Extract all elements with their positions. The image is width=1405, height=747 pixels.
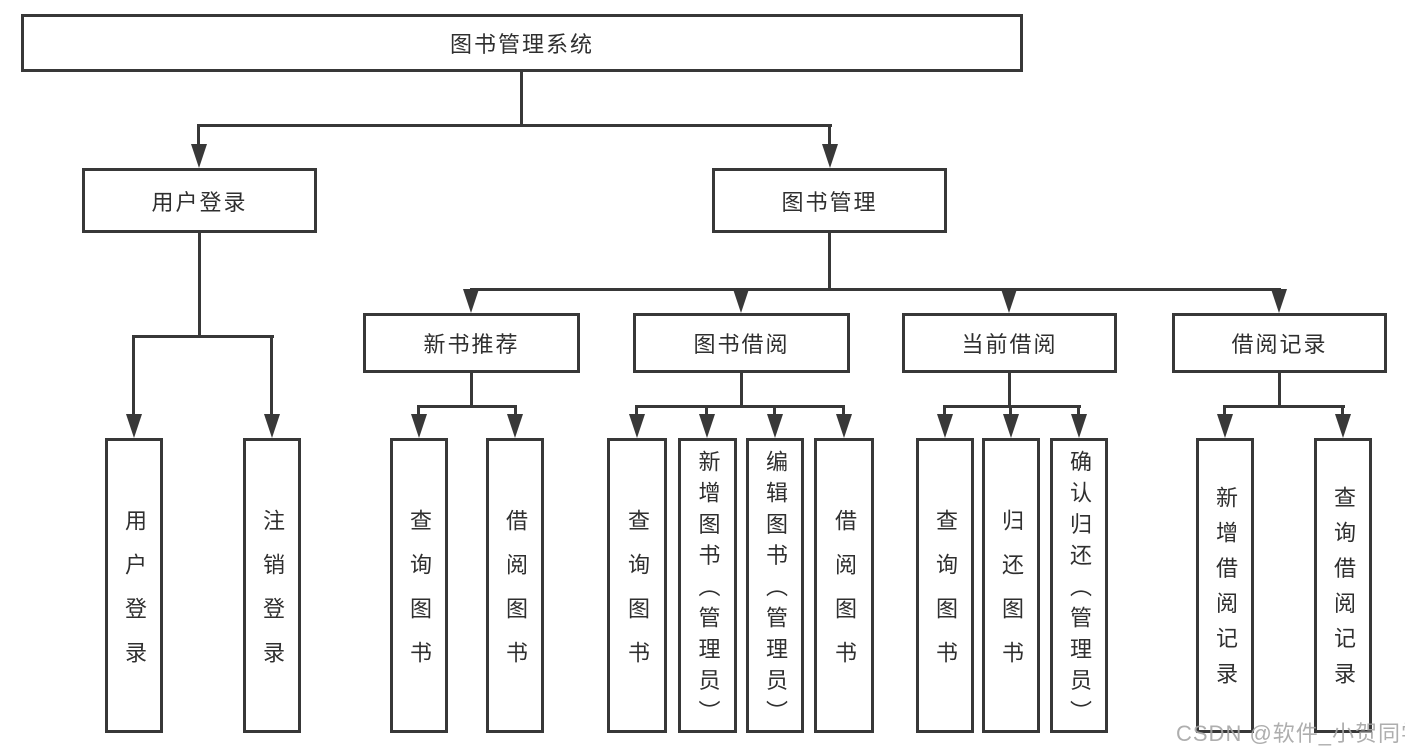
leaf-borrow-books-recommend: 借阅图书 bbox=[486, 438, 544, 733]
connector-line bbox=[197, 124, 200, 148]
connector-line bbox=[470, 288, 1281, 291]
arrow-down-icon bbox=[1335, 414, 1351, 438]
leaf-add-book-admin: 新增图书（管理员） bbox=[678, 438, 737, 733]
node-borrowing-records-label: 借阅记录 bbox=[1231, 332, 1328, 357]
connector-line bbox=[514, 405, 517, 417]
connector-line bbox=[828, 124, 831, 148]
connector-line bbox=[270, 335, 273, 416]
node-new-book-recommend: 新书推荐 bbox=[363, 313, 580, 373]
arrow-down-icon bbox=[822, 144, 838, 168]
node-book-management-label: 图书管理 bbox=[781, 189, 878, 215]
connector-line bbox=[1223, 405, 1226, 417]
arrow-down-icon bbox=[126, 414, 142, 438]
connector-line bbox=[828, 232, 831, 291]
leaf-logout-label: 注销登录 bbox=[260, 508, 285, 685]
node-root-label: 图书管理系统 bbox=[449, 32, 594, 57]
connector-line bbox=[635, 405, 638, 417]
connector-line bbox=[520, 71, 523, 127]
connector-line bbox=[740, 372, 743, 408]
arrow-down-icon bbox=[937, 414, 953, 438]
connector-line bbox=[1009, 405, 1012, 417]
connector-line bbox=[198, 232, 201, 337]
node-current-borrowing: 当前借阅 bbox=[902, 313, 1117, 373]
connector-line bbox=[1077, 405, 1080, 417]
arrow-down-icon bbox=[767, 414, 783, 438]
node-book-borrowing: 图书借阅 bbox=[633, 313, 850, 373]
connector-line bbox=[1278, 372, 1281, 408]
connector-line bbox=[132, 335, 274, 338]
connector-line bbox=[635, 405, 845, 408]
arrow-down-icon bbox=[507, 414, 523, 438]
connector-line bbox=[943, 405, 946, 417]
node-book-borrowing-label: 图书借阅 bbox=[693, 332, 790, 357]
leaf-add-book-admin-label: 新增图书（管理员） bbox=[695, 449, 721, 731]
arrow-down-icon bbox=[411, 414, 427, 438]
connector-line bbox=[417, 405, 420, 417]
node-new-book-recommend-label: 新书推荐 bbox=[423, 332, 520, 357]
arrow-down-icon bbox=[1071, 414, 1087, 438]
leaf-search-books-borrow-label: 查询图书 bbox=[625, 508, 650, 685]
node-root: 图书管理系统 bbox=[21, 14, 1023, 72]
arrow-down-icon bbox=[1003, 414, 1019, 438]
leaf-return-books: 归还图书 bbox=[982, 438, 1040, 733]
arrow-down-icon bbox=[1271, 289, 1287, 313]
leaf-add-borrow-record: 新增借阅记录 bbox=[1196, 438, 1254, 733]
connector-line bbox=[1341, 405, 1344, 417]
leaf-edit-book-admin-label: 编辑图书（管理员） bbox=[763, 449, 788, 731]
arrow-down-icon bbox=[463, 289, 479, 313]
node-user-login: 用户登录 bbox=[82, 168, 317, 233]
leaf-confirm-return-admin-label: 确认归还（管理员） bbox=[1067, 449, 1092, 731]
leaf-search-books-recommend-label: 查询图书 bbox=[407, 508, 432, 685]
connector-line bbox=[132, 335, 135, 416]
connector-line bbox=[197, 124, 832, 127]
leaf-borrow-books-recommend-label: 借阅图书 bbox=[503, 508, 528, 685]
arrow-down-icon bbox=[836, 414, 852, 438]
arrow-down-icon bbox=[264, 414, 280, 438]
watermark: CSDN @软件_小贺同学 bbox=[1176, 721, 1405, 746]
leaf-user-login: 用户登录 bbox=[105, 438, 163, 733]
leaf-edit-book-admin: 编辑图书（管理员） bbox=[746, 438, 804, 733]
leaf-logout: 注销登录 bbox=[243, 438, 301, 733]
connector-line bbox=[943, 405, 1081, 408]
leaf-confirm-return-admin: 确认归还（管理员） bbox=[1050, 438, 1108, 733]
leaf-search-books-recommend: 查询图书 bbox=[390, 438, 448, 733]
node-borrowing-records: 借阅记录 bbox=[1172, 313, 1387, 373]
leaf-user-login-label: 用户登录 bbox=[122, 508, 147, 685]
leaf-search-books-current: 查询图书 bbox=[916, 438, 974, 733]
connector-line bbox=[470, 372, 473, 408]
arrow-down-icon bbox=[1001, 289, 1017, 313]
leaf-search-books-current-label: 查询图书 bbox=[933, 508, 958, 685]
connector-line bbox=[842, 405, 845, 417]
leaf-search-borrow-record: 查询借阅记录 bbox=[1314, 438, 1372, 733]
connector-line bbox=[1223, 405, 1345, 408]
connector-line bbox=[773, 405, 776, 417]
arrow-down-icon bbox=[629, 414, 645, 438]
arrow-down-icon bbox=[191, 144, 207, 168]
arrow-down-icon bbox=[733, 289, 749, 313]
leaf-return-books-label: 归还图书 bbox=[999, 508, 1024, 685]
leaf-search-books-borrow: 查询图书 bbox=[607, 438, 667, 733]
leaf-add-borrow-record-label: 新增借阅记录 bbox=[1213, 486, 1238, 698]
node-current-borrowing-label: 当前借阅 bbox=[961, 332, 1058, 357]
arrow-down-icon bbox=[1217, 414, 1233, 438]
leaf-search-borrow-record-label: 查询借阅记录 bbox=[1331, 486, 1356, 698]
connector-line bbox=[705, 405, 708, 417]
node-book-management: 图书管理 bbox=[712, 168, 947, 233]
connector-line bbox=[1008, 372, 1011, 408]
node-user-login-label: 用户登录 bbox=[151, 189, 248, 215]
leaf-borrow-books-borrow-label: 借阅图书 bbox=[832, 508, 857, 685]
leaf-borrow-books-borrow: 借阅图书 bbox=[814, 438, 874, 733]
connector-line bbox=[417, 405, 517, 408]
arrow-down-icon bbox=[699, 414, 715, 438]
